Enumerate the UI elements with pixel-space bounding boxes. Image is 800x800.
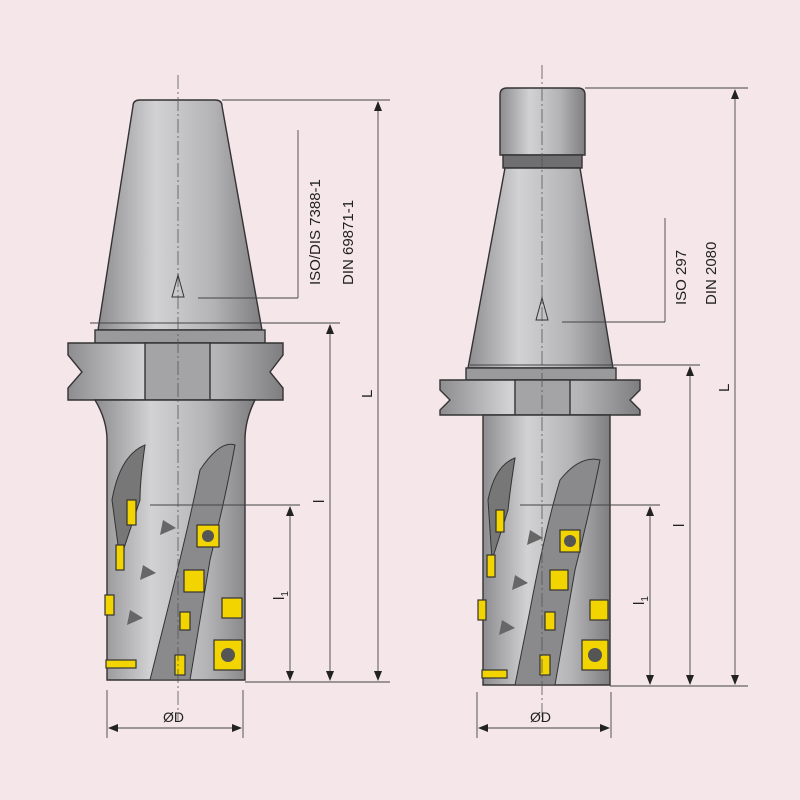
insert <box>549 569 569 591</box>
insert <box>115 544 125 571</box>
left-flange-center <box>144 342 211 401</box>
right-band <box>502 154 583 169</box>
insert <box>105 659 137 669</box>
left-chip-3 <box>127 610 143 625</box>
right-flute <box>487 457 516 561</box>
insert <box>221 597 243 619</box>
insert <box>179 611 191 631</box>
left-flute-2 <box>149 443 236 681</box>
right-tool: ISO 297 DIN 2080 L l l1 ØD <box>439 65 748 738</box>
right-standard-2: DIN 2080 <box>703 242 720 305</box>
left-taper <box>97 99 263 331</box>
screw-icon <box>564 535 576 547</box>
right-dim-l-label: l <box>671 524 688 527</box>
right-taper-ring <box>465 367 617 381</box>
left-orientation-mark <box>171 273 185 298</box>
left-dim-L-label: L <box>359 390 376 398</box>
left-chip-1 <box>160 520 176 535</box>
insert <box>589 599 609 621</box>
left-chip-2 <box>140 565 156 580</box>
insert <box>126 499 137 526</box>
left-dim-l-label: l <box>311 500 328 503</box>
right-dim-L-label: L <box>716 384 733 392</box>
right-top-cylinder <box>499 87 586 156</box>
insert <box>174 654 186 676</box>
left-dim-l1-label: l1 <box>271 591 291 600</box>
screw-icon <box>588 648 602 662</box>
right-chip-3 <box>499 620 515 635</box>
right-chip-1 <box>527 530 543 545</box>
screw-icon <box>221 648 235 662</box>
insert <box>477 599 487 621</box>
right-taper <box>467 167 614 369</box>
insert <box>104 594 115 616</box>
left-standard-2: DIN 69871-1 <box>340 200 357 285</box>
insert <box>481 669 508 679</box>
right-chip-2 <box>512 575 528 590</box>
left-tool: ISO/DIS 7388-1 DIN 69871-1 L l l1 ØD <box>67 75 390 738</box>
insert <box>544 611 556 631</box>
right-flange-center <box>514 379 571 416</box>
right-standard-1: ISO 297 <box>673 250 690 305</box>
insert <box>486 554 496 578</box>
right-orientation-mark <box>535 296 549 321</box>
right-dim-l1-label: l1 <box>631 596 651 605</box>
left-taper-ring <box>94 329 266 344</box>
insert <box>539 654 551 676</box>
insert <box>183 569 205 593</box>
screw-icon <box>202 530 214 542</box>
left-dim-D-label: ØD <box>163 709 184 725</box>
left-standard-1: ISO/DIS 7388-1 <box>307 179 324 285</box>
insert <box>495 509 505 533</box>
right-dim-D-label: ØD <box>530 709 551 725</box>
